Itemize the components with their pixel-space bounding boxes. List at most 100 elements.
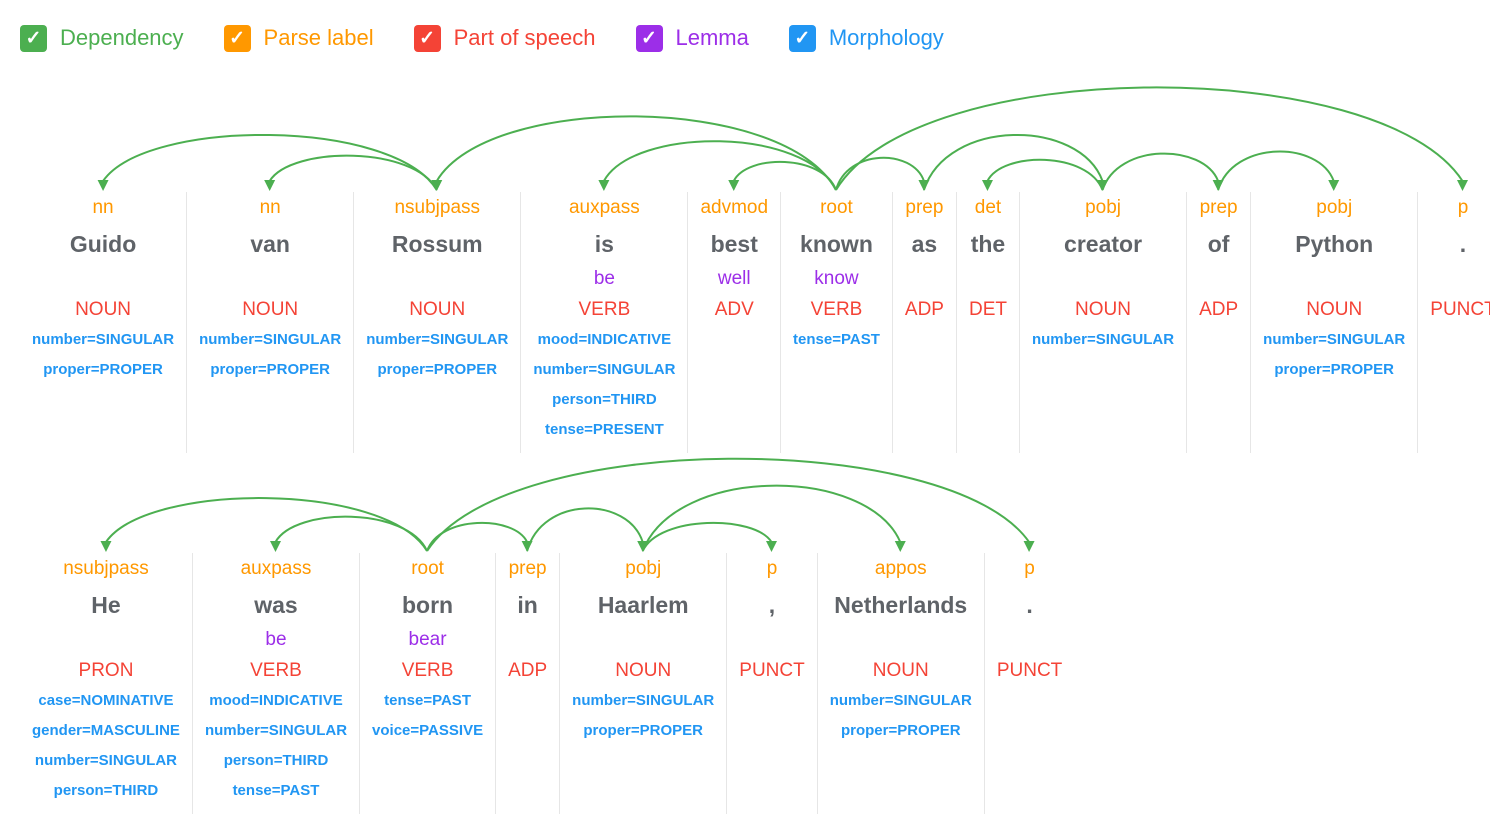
morph-feature: gender=MASCULINE <box>32 722 180 739</box>
dependency-arc <box>526 507 644 552</box>
dependency-arrowhead <box>765 541 777 552</box>
token-lemma <box>997 626 1062 656</box>
token-word: known <box>800 231 873 257</box>
parse-label: prep <box>905 197 944 218</box>
dependency-arc <box>641 484 902 552</box>
pos-tag: NOUN <box>75 299 132 320</box>
dependency-arc <box>268 154 438 191</box>
token-lemma <box>739 626 804 656</box>
token-word: van <box>250 231 290 257</box>
pos-tag: NOUN <box>242 299 299 320</box>
pos-tag: DET <box>968 299 1007 320</box>
pos-tag: PRON <box>78 660 134 681</box>
checkbox-label: Lemma <box>675 25 749 50</box>
dependency-arc <box>641 521 773 552</box>
morph-feature: number=SINGULAR <box>533 361 676 378</box>
dependency-arc <box>732 160 837 191</box>
pos-tag: NOUN <box>409 299 466 320</box>
pos-tag: NOUN <box>872 660 929 681</box>
token-word: , <box>768 592 776 618</box>
morph-feature: tense=PRESENT <box>544 421 664 438</box>
token-word: was <box>254 592 298 618</box>
token-column: prep of ADP <box>1186 192 1250 453</box>
token-word: Rossum <box>391 231 483 257</box>
token-lemma <box>32 626 180 656</box>
parse-label: nn <box>92 197 114 218</box>
checkbox-checked-icon[interactable]: ✓ <box>413 24 441 52</box>
token-lemma: well <box>717 268 751 289</box>
token-lemma <box>1263 265 1405 295</box>
token-lemma: know <box>814 268 859 289</box>
checkbox-checked-icon[interactable]: ✓ <box>20 24 47 52</box>
morph-feature: number=SINGULAR <box>204 722 348 739</box>
dependency-arrowhead <box>100 541 112 552</box>
dependency-arc <box>102 134 438 191</box>
pos-tag: PUNCT <box>1430 299 1490 320</box>
checkbox-lemma[interactable]: ✓ Lemma <box>635 24 749 52</box>
parse-label: prep <box>508 558 547 579</box>
checkbox-morphology[interactable]: ✓ Morphology <box>788 24 944 52</box>
morph-feature: mood=INDICATIVE <box>537 331 672 348</box>
parse-label: pobj <box>1316 197 1353 218</box>
checkbox-label: Parse label <box>263 25 374 50</box>
morph-feature: mood=INDICATIVE <box>209 692 343 709</box>
pos-tag: VERB <box>401 660 454 681</box>
token-word: of <box>1207 231 1230 257</box>
checkbox-checked-icon[interactable]: ✓ <box>223 24 251 52</box>
checkbox-checked-icon[interactable]: ✓ <box>635 24 663 52</box>
checkbox-label: Part of speech <box>453 25 596 50</box>
parse-label: p <box>1024 558 1035 579</box>
dependency-arc <box>426 521 529 552</box>
dependency-arcs-svg <box>97 86 1468 191</box>
dependency-arc <box>603 140 837 191</box>
dependency-arrowhead <box>1023 541 1035 552</box>
pos-tag: PUNCT <box>996 660 1063 681</box>
morph-feature: number=SINGULAR <box>199 331 342 348</box>
token-lemma <box>1430 265 1490 295</box>
parse-label: root <box>820 197 853 218</box>
morph-feature: number=SINGULAR <box>572 692 715 709</box>
checkbox-dependency[interactable]: ✓ Dependency <box>20 24 184 52</box>
token-lemma <box>905 265 944 295</box>
dependency-arc <box>435 115 837 191</box>
morph-features: tense=PAST <box>793 325 880 355</box>
pos-tag: ADV <box>714 299 754 320</box>
pos-tag: ADP <box>508 660 548 681</box>
checkbox-parse-label[interactable]: ✓ Parse label <box>223 24 374 52</box>
pos-tag: NOUN <box>615 660 672 681</box>
morph-feature: number=SINGULAR <box>1031 331 1175 348</box>
morph-feature: number=SINGULAR <box>1263 331 1406 348</box>
morph-feature: number=SINGULAR <box>829 692 972 709</box>
checkbox-label: Dependency <box>60 25 184 50</box>
token-lemma <box>508 626 547 656</box>
checkbox-part-of-speech[interactable]: ✓ Part of speech <box>413 24 596 52</box>
token-word: . <box>1459 231 1467 257</box>
token-column: prep in ADP <box>495 553 559 814</box>
parse-label: p <box>1457 197 1469 218</box>
dependency-arrowhead <box>1328 180 1340 191</box>
checkbox-label: Morphology <box>828 25 944 50</box>
pos-tag: VERB <box>810 299 863 320</box>
pos-tag: PUNCT <box>739 660 805 681</box>
parse-label: nsubjpass <box>394 197 481 218</box>
token-lemma <box>1199 265 1238 295</box>
token-lemma: bear <box>408 629 447 650</box>
morph-feature: number=SINGULAR <box>34 752 178 769</box>
pos-tag: VERB <box>578 299 631 320</box>
checkbox-checked-icon[interactable]: ✓ <box>788 24 816 52</box>
dependency-arrowhead <box>1456 180 1468 191</box>
token-lemma <box>199 265 341 295</box>
morph-feature: tense=PAST <box>232 782 320 799</box>
